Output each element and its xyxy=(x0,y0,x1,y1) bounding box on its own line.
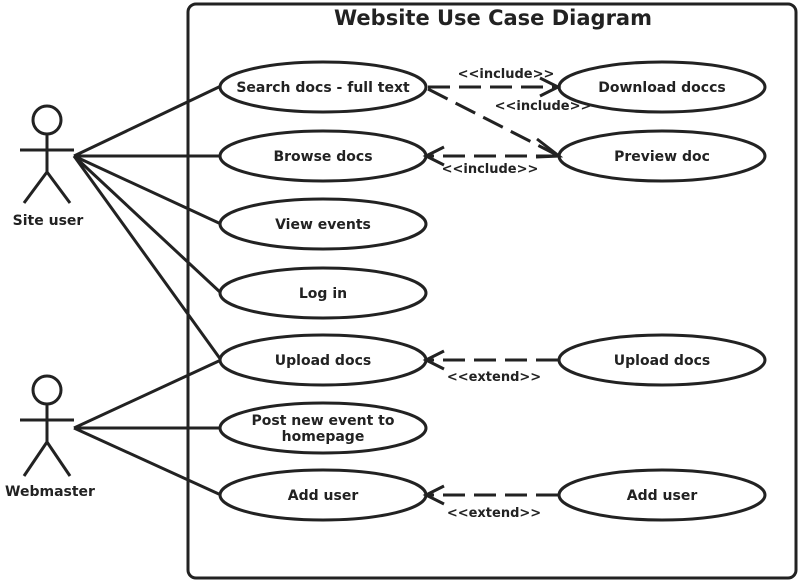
use-case-search: Search docs - full text xyxy=(218,60,428,114)
relation-label: <<extend>> xyxy=(447,506,541,521)
use-case-ellipse xyxy=(218,197,428,251)
actor-leg-left xyxy=(22,171,49,204)
relation-label: <<extend>> xyxy=(447,370,541,385)
relation-label: <<include>> xyxy=(495,99,592,114)
use-case-label: Search docs - full text xyxy=(236,80,410,96)
arrowhead-icon xyxy=(422,484,445,506)
use-case-ellipse xyxy=(218,266,428,320)
actor-head xyxy=(31,374,63,406)
use-case-label: Upload docs xyxy=(614,353,710,369)
assoc-webmaster-upload xyxy=(73,358,222,430)
arrowhead-icon xyxy=(535,137,564,159)
use-case-ellipse xyxy=(218,60,428,114)
use-case-login: Log in xyxy=(218,266,428,320)
actor-head xyxy=(31,104,63,136)
use-case-label: Browse docs xyxy=(273,149,372,165)
use-case-label: View events xyxy=(275,217,371,233)
actor-webmaster: Webmaster xyxy=(5,374,95,500)
relation-label: <<include>> xyxy=(442,162,539,177)
system-boundary xyxy=(186,2,798,580)
assoc-site-user-upload xyxy=(72,155,223,361)
actor-label-webmaster: Webmaster xyxy=(5,484,95,500)
use-case-preview: Preview doc xyxy=(557,129,767,183)
use-case-upload-extension: Upload docs xyxy=(557,333,767,387)
assoc-webmaster-add-user xyxy=(73,426,222,497)
actor-label-site-user: Site user xyxy=(13,213,84,229)
assoc-site-user-login xyxy=(72,154,223,295)
arrowhead-icon xyxy=(422,349,445,371)
use-case-add-user: Add user xyxy=(218,468,428,522)
use-case-label: Download doccs xyxy=(598,80,725,96)
use-case-ellipse xyxy=(218,401,428,455)
extend-add-user: <<extend>> xyxy=(422,484,558,521)
use-case-browse: Browse docs xyxy=(218,129,428,183)
use-case-label: Add user xyxy=(288,488,359,504)
relation-label: <<include>> xyxy=(458,67,555,82)
diagram-title: Website Use Case Diagram xyxy=(334,6,652,30)
arrowhead-icon xyxy=(539,76,562,98)
assoc-site-user-search xyxy=(73,84,222,158)
use-case-label: Upload docs xyxy=(275,353,371,369)
use-case-label-line1: Post new event to xyxy=(251,413,394,429)
actor-leg-right xyxy=(45,171,72,204)
arrowhead-icon xyxy=(422,145,445,167)
use-case-label-line2: homepage xyxy=(282,429,365,445)
use-case-label: Log in xyxy=(299,286,347,302)
use-case-ellipse xyxy=(557,468,767,522)
actor-leg-left xyxy=(22,441,49,477)
use-case-post-event: Post new event to homepage xyxy=(218,401,428,455)
include-browse-preview: <<include>> xyxy=(422,145,558,177)
dashed-connector xyxy=(427,87,558,157)
use-case-add-user-extension: Add user xyxy=(557,468,767,522)
use-case-ellipse xyxy=(557,333,767,387)
assoc-site-user-view-events xyxy=(73,154,222,226)
use-case-upload: Upload docs xyxy=(218,333,428,387)
use-case-view-events: View events xyxy=(218,197,428,251)
actor-leg-right xyxy=(45,441,72,477)
use-case-label: Add user xyxy=(627,488,698,504)
include-search-download: <<include>> xyxy=(428,67,562,98)
actor-site-user: Site user xyxy=(13,104,84,229)
extend-upload: <<extend>> xyxy=(422,349,558,385)
use-case-label: Preview doc xyxy=(614,149,710,165)
